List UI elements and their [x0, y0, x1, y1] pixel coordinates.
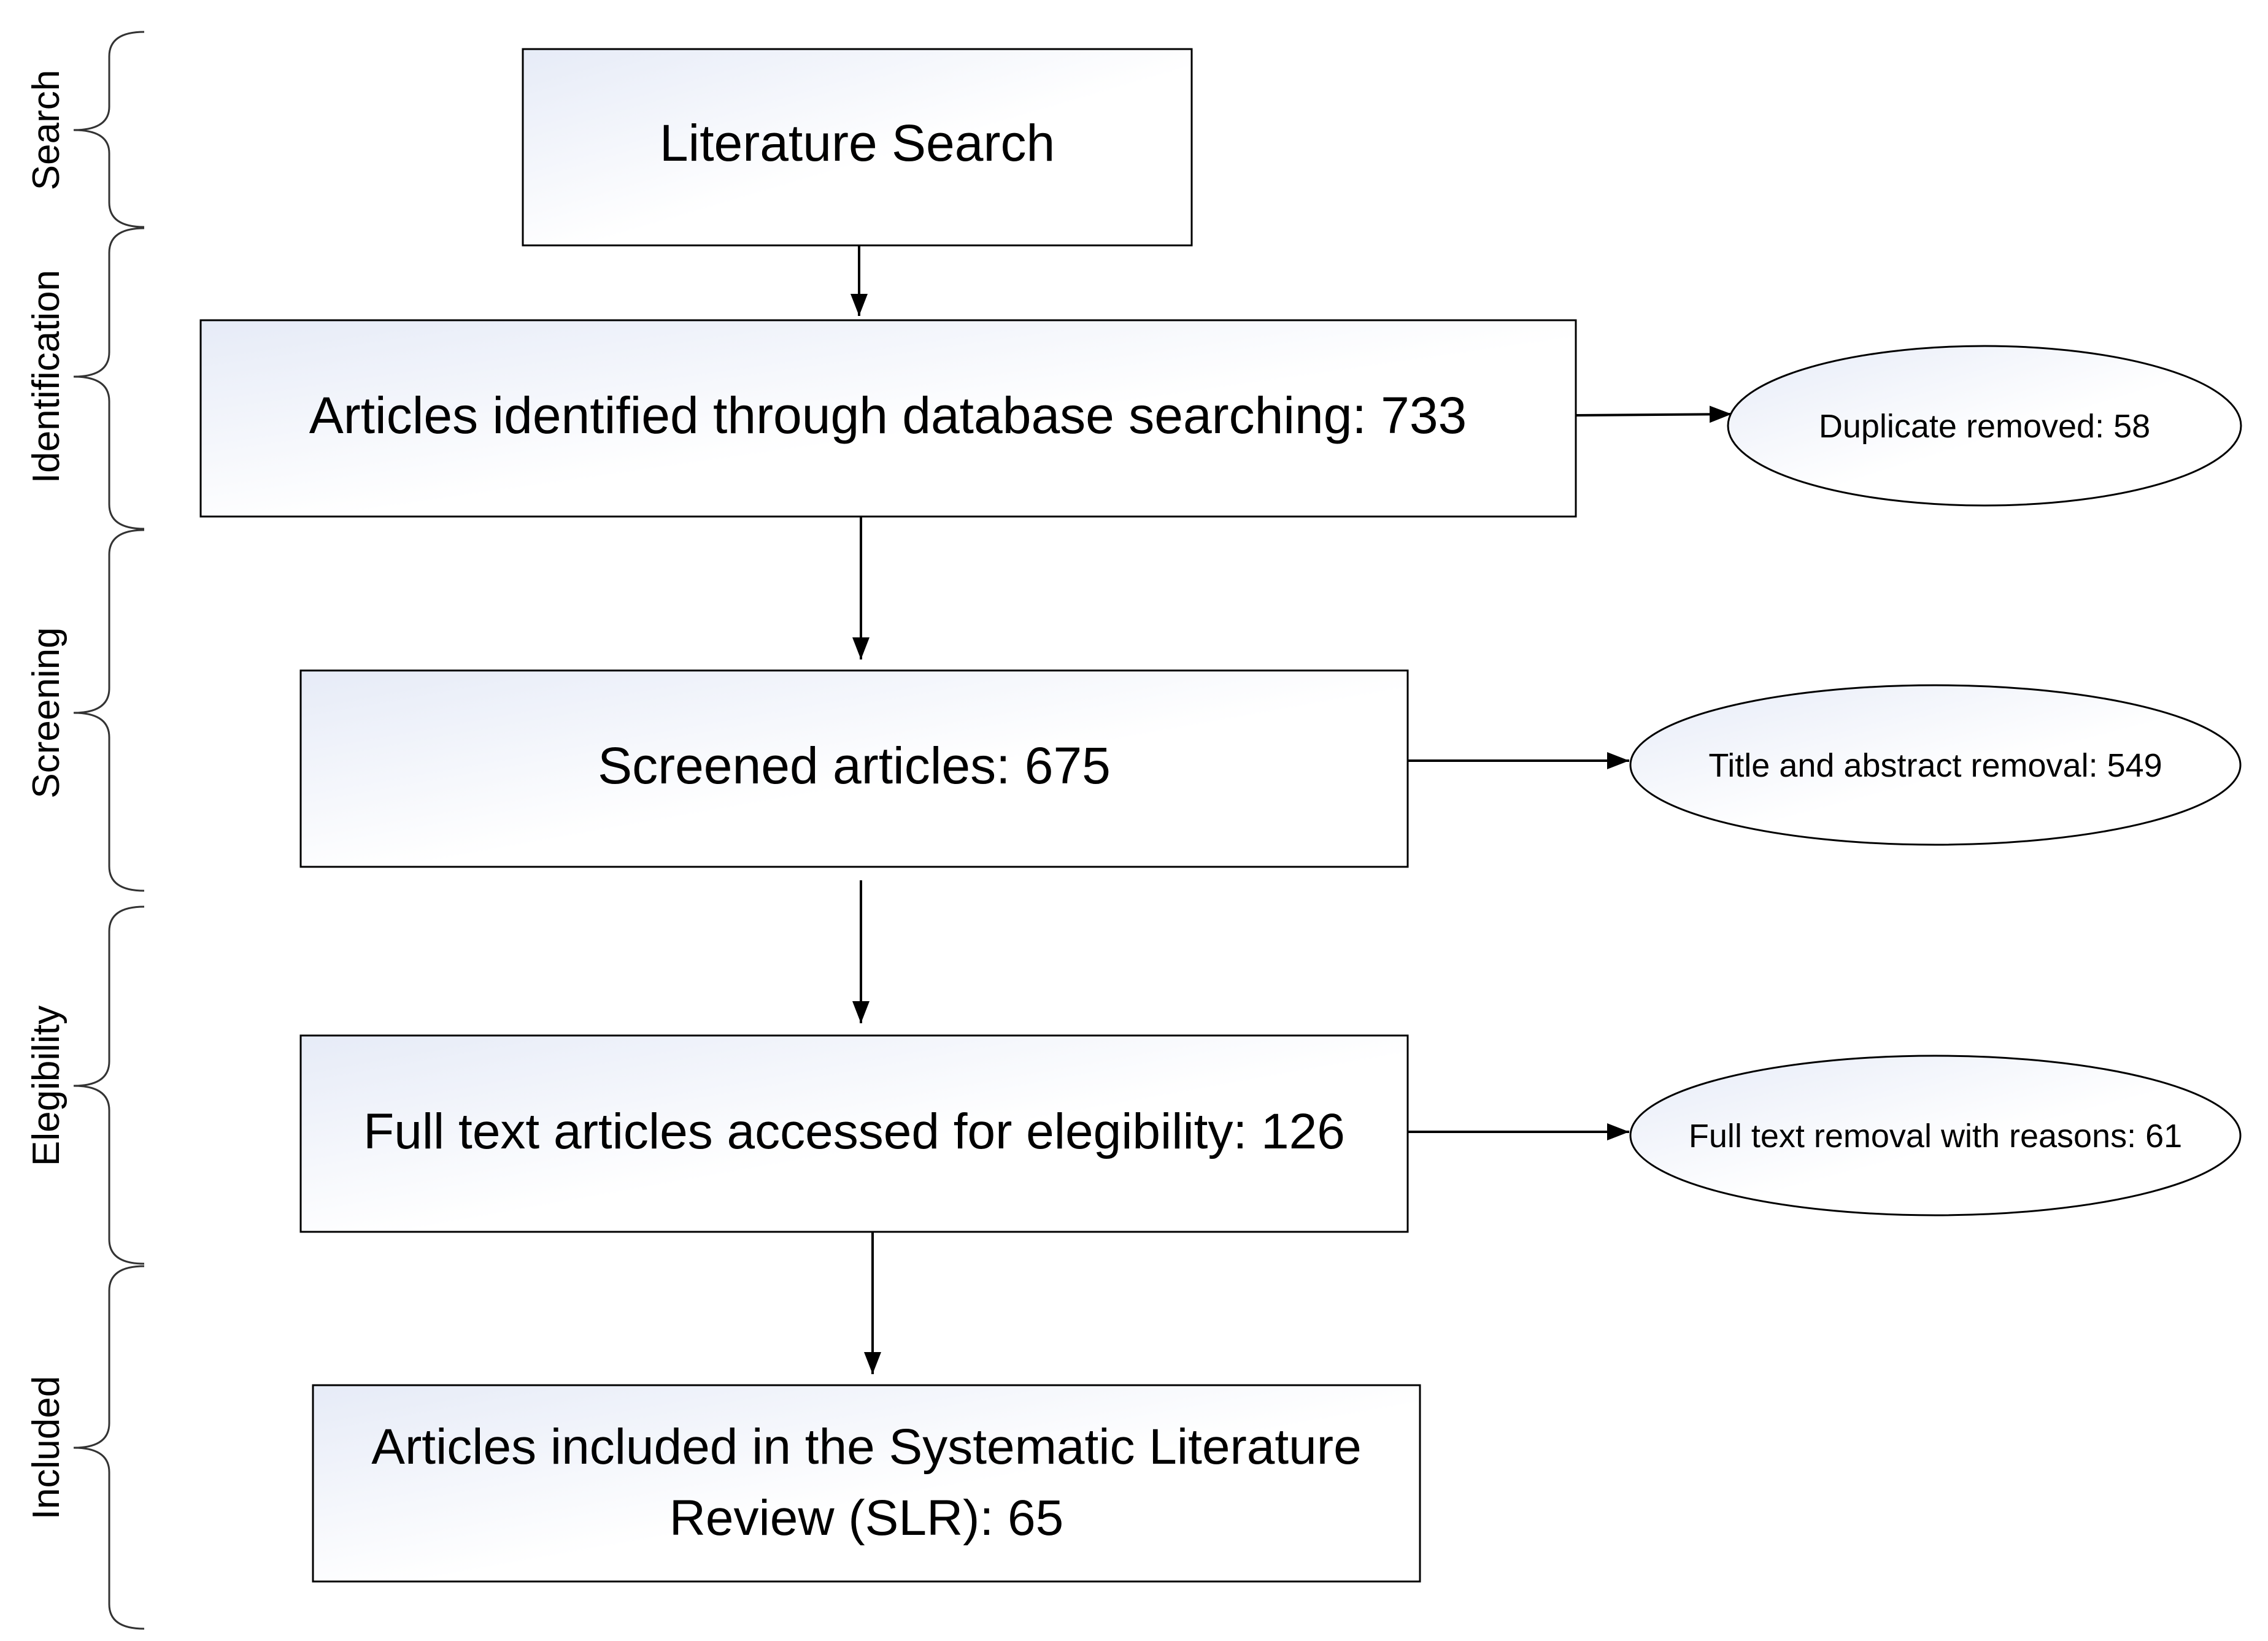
ellipse-duplicates-removed: Duplicate removed: 58: [1727, 345, 2242, 507]
ellipse-duplicates-removed-text: Duplicate removed: 58: [1819, 408, 2150, 445]
stage-label-elegibility: Elegibility: [25, 1005, 68, 1166]
box-articles-included: Articles included in the Systematic Lite…: [312, 1384, 1421, 1583]
box-screened-articles: Screened articles: 675: [299, 669, 1409, 868]
box-articles-included-line-1: Articles included in the Systematic Lite…: [371, 1419, 1361, 1475]
stage-label-included: Included: [25, 1376, 68, 1520]
ellipse-title-abstract-removal-text: Title and abstract removal: 549: [1708, 747, 2162, 784]
stage-label-search: Search: [25, 70, 68, 190]
stage-bracket-included: Included: [25, 1265, 145, 1630]
stage-bracket-screening: Screening: [25, 529, 145, 892]
box-fulltext-articles-text: Full text articles accessed for elegibil…: [363, 1104, 1345, 1159]
ellipse-fulltext-removal-text: Full text removal with reasons: 61: [1689, 1118, 2182, 1155]
box-articles-identified-text: Articles identified through database sea…: [309, 386, 1467, 444]
ellipse-title-abstract-removal: Title and abstract removal: 549: [1629, 684, 2242, 846]
ellipse-fulltext-removal: Full text removal with reasons: 61: [1629, 1055, 2242, 1216]
box-screened-articles-text: Screened articles: 675: [598, 737, 1111, 794]
stage-bracket-search: Search: [25, 31, 145, 228]
box-literature-search: Literature Search: [522, 48, 1193, 247]
stage-label-identification: Identification: [25, 270, 68, 483]
arrow-identified-to-duplicates: [1575, 405, 1732, 423]
box-articles-included-line-2: Review (SLR): 65: [669, 1490, 1064, 1546]
box-literature-search-text: Literature Search: [660, 114, 1055, 172]
box-articles-identified: Articles identified through database sea…: [199, 319, 1577, 518]
stage-bracket-identification: Identification: [25, 227, 145, 530]
stage-bracket-elegibility: Elegibility: [25, 905, 145, 1265]
box-fulltext-articles: Full text articles accessed for elegibil…: [299, 1034, 1409, 1233]
stage-label-screening: Screening: [25, 627, 68, 798]
